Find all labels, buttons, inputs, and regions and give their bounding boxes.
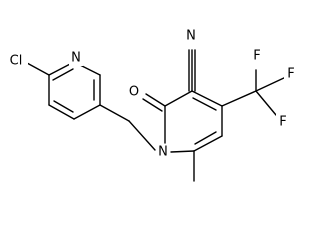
label-bg-fbottom	[276, 114, 290, 130]
bond-ch2-nring	[128, 120, 156, 151]
label-bg-fright	[284, 66, 298, 82]
bond-cf3-fright	[255, 76, 287, 92]
bond-c3-ch2	[99, 104, 130, 122]
bond-c2o-c3	[164, 90, 193, 107]
bond-c3-c4cf3	[191, 90, 223, 107]
bond-c5-c6me	[193, 135, 223, 152]
atom-label-carbonyl-oxygen: O	[129, 85, 139, 100]
label-bg-npyr	[69, 50, 83, 66]
bond-c4-cf3	[221, 90, 257, 107]
atom-label-ring-nitrogen: N	[158, 145, 168, 160]
bond-c5-c6me-inner	[194, 131, 217, 145]
atom-label-layer: Cl N N O F F F N	[4, 28, 298, 160]
bond-c4-c5-inner	[53, 100, 74, 113]
atom-label-pyridine-nitrogen: N	[71, 51, 81, 66]
molecule-structure: Cl N N O F F F N	[4, 28, 298, 182]
label-bg-nring	[156, 144, 170, 160]
bond-c4-c5	[48, 104, 75, 120]
bond-c3-c4cf3-inner	[192, 97, 217, 111]
atom-label-nitrile-nitrogen: N	[186, 29, 196, 44]
atom-label-fluorine-top: F	[253, 49, 260, 64]
bond-co-a	[145, 93, 166, 107]
bond-c6-npyr-inner	[52, 68, 74, 81]
bond-layer	[26, 49, 287, 182]
bond-c6me-nring	[170, 150, 195, 153]
bond-co-b	[142, 98, 163, 112]
bond-cf3-fbottom	[255, 90, 277, 116]
label-bg-cl	[4, 53, 28, 69]
bond-c3-c4	[73, 104, 101, 120]
atom-label-fluorine-right: F	[287, 67, 294, 82]
atom-label-chlorine: Cl	[10, 54, 23, 69]
label-bg-nitrile	[184, 28, 198, 44]
bond-cl-c6	[26, 62, 50, 76]
label-bg-ftop	[250, 48, 264, 64]
atom-label-fluorine-bottom: F	[279, 115, 286, 130]
label-bg-o	[126, 84, 142, 100]
